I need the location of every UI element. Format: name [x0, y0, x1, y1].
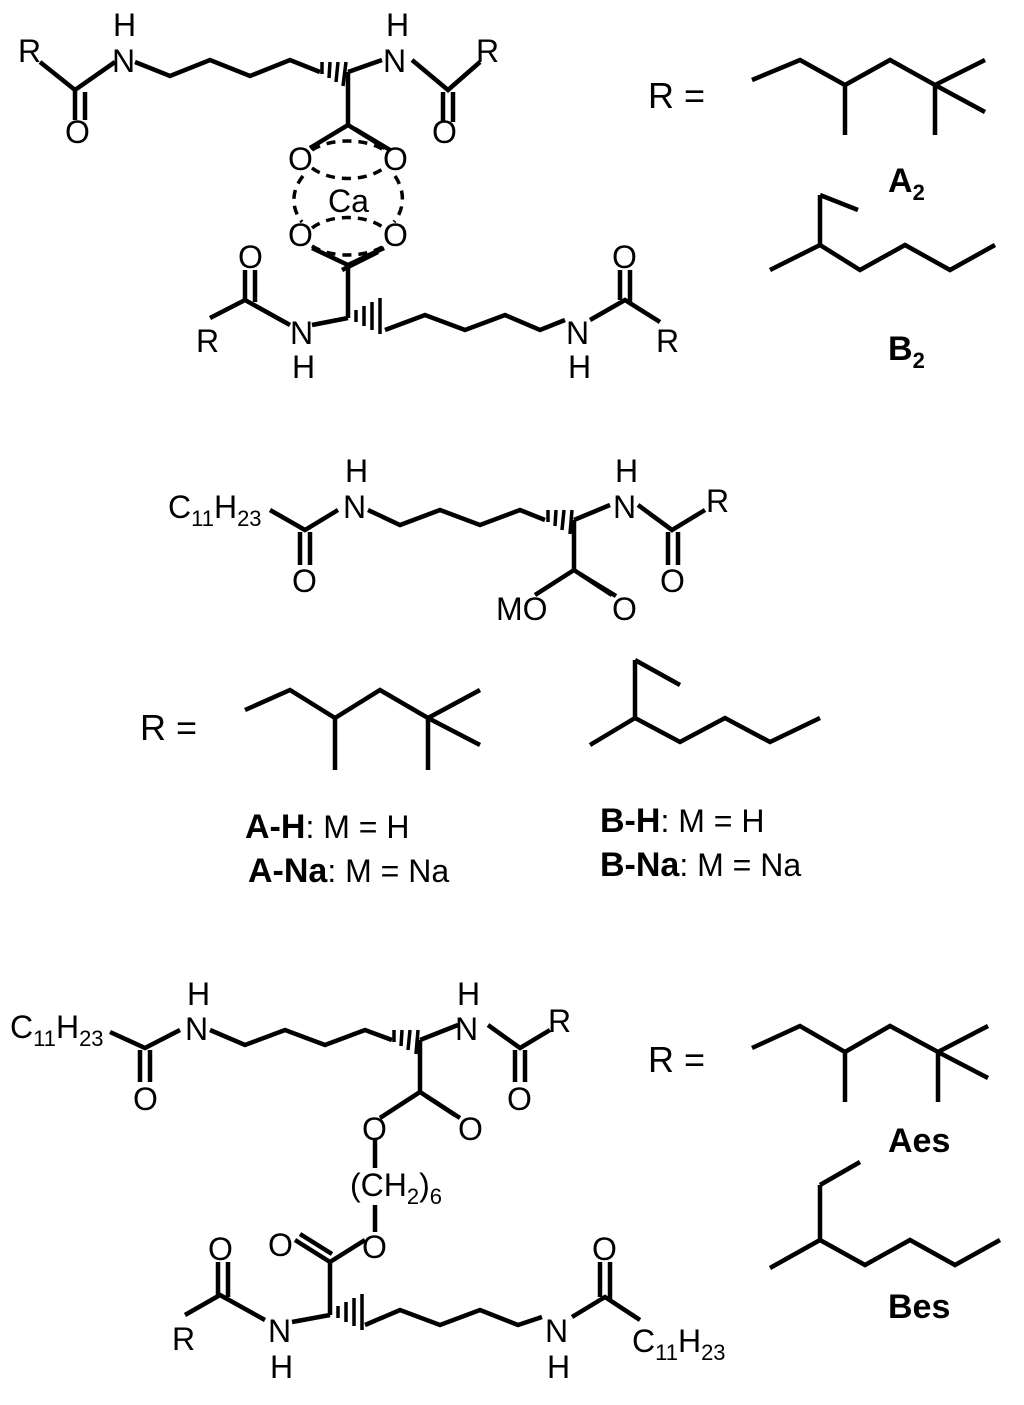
atom-h: H — [292, 349, 315, 385]
middle-stereo-hash — [546, 509, 574, 535]
r-definition-bottom: R = Aes Bes — [648, 1023, 1002, 1326]
atom-n: N — [383, 43, 406, 79]
r-definition-top: R = A2 B2 — [648, 57, 997, 373]
atom-r: R — [172, 1321, 195, 1357]
atom-h: H — [345, 453, 368, 489]
c11h23-group: C11H23 — [10, 1009, 104, 1051]
ethylhexyl-b — [588, 660, 638, 747]
bottom-lower-stereo-hash — [336, 1294, 364, 1330]
atom-h: H — [386, 7, 409, 43]
atom-mo: MO — [496, 591, 548, 627]
atom-o: O — [612, 591, 637, 627]
label-b-h: B-H: M = H — [600, 802, 764, 840]
atom-n: N — [185, 1011, 208, 1047]
atom-o: O — [592, 1231, 617, 1267]
atom-o: O — [268, 1227, 293, 1263]
r-equals-label: R = — [648, 75, 705, 116]
label-bes: Bes — [888, 1288, 950, 1326]
c11h23-group: C11H23 — [632, 1323, 726, 1365]
atom-r: R — [18, 33, 41, 69]
atom-o: O — [432, 114, 457, 150]
r-equals-label: R = — [140, 707, 197, 748]
atom-r: R — [196, 323, 219, 359]
ethylhexyl-b — [768, 1185, 823, 1270]
atom-o: O — [660, 563, 685, 599]
atom-n: N — [112, 43, 135, 79]
atom-n: N — [290, 315, 313, 351]
branched-alkyl-a — [751, 57, 987, 88]
atom-h: H — [113, 7, 136, 43]
upper-stereo-hash — [320, 61, 348, 87]
atom-o: O — [238, 239, 263, 275]
atom-n: N — [455, 1011, 478, 1047]
atom-r: R — [476, 33, 499, 69]
ethylhexyl-b — [768, 195, 823, 273]
atom-o: O — [383, 141, 408, 177]
atom-h: H — [568, 349, 591, 385]
atom-o: O — [362, 1229, 387, 1265]
atom-ca: Ca — [328, 183, 369, 219]
label-b2: B2 — [888, 330, 925, 373]
label-a-h: A-H: M = H — [245, 808, 409, 846]
branched-alkyl-a — [751, 1023, 990, 1055]
atom-o: O — [208, 1231, 233, 1267]
branched-alkyl-a — [244, 687, 482, 721]
atom-o: O — [65, 114, 90, 150]
atom-h: H — [187, 976, 210, 1012]
atom-r: R — [548, 1003, 571, 1039]
atom-o: O — [362, 1111, 387, 1147]
calcium-salt-structure: R N H O N H R O O O Ca O O O R N H N H O… — [18, 7, 679, 385]
atom-r: R — [656, 323, 679, 359]
label-a2: A2 — [888, 162, 925, 205]
atom-n: N — [566, 315, 589, 351]
label-aes: Aes — [888, 1122, 950, 1160]
monomer-structure: C11H23 N H O N H R O MO O — [168, 453, 729, 627]
label-b-na: B-Na: M = Na — [600, 846, 801, 884]
atom-o: O — [507, 1081, 532, 1117]
atom-o: O — [612, 239, 637, 275]
atom-h: H — [547, 1349, 570, 1385]
atom-n: N — [613, 489, 636, 525]
atom-o: O — [288, 217, 313, 253]
r-definition-middle: R = A-H: M = H A-Na: M = Na B-H: M = H B… — [140, 658, 821, 890]
atom-h: H — [270, 1349, 293, 1385]
atom-o: O — [458, 1111, 483, 1147]
atom-h: H — [457, 976, 480, 1012]
hexyl-linker-label: (CH2)6 — [350, 1167, 442, 1209]
atom-o: O — [133, 1081, 158, 1117]
atom-n: N — [268, 1313, 291, 1349]
bottom-upper-stereo-hash — [392, 1029, 420, 1055]
r-equals-label: R = — [648, 1039, 705, 1080]
atom-o: O — [288, 141, 313, 177]
atom-n: N — [545, 1313, 568, 1349]
lower-stereo-hash — [354, 298, 382, 334]
label-a-na: A-Na: M = Na — [248, 852, 449, 890]
atom-n: N — [343, 489, 366, 525]
atom-r: R — [706, 483, 729, 519]
atom-o: O — [292, 563, 317, 599]
atom-h: H — [615, 453, 638, 489]
c11h23-group: C11H23 — [168, 489, 262, 531]
atom-o: O — [383, 217, 408, 253]
diester-structure: C11H23 — [10, 976, 726, 1385]
